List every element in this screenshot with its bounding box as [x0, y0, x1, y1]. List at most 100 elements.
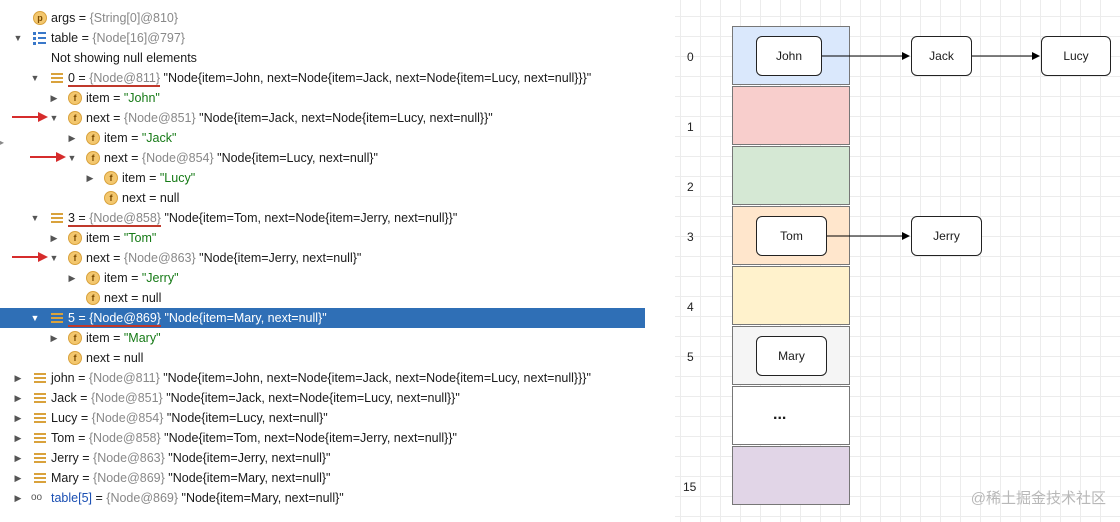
expanded-arrow-icon[interactable]: ▼ [30, 213, 40, 223]
node-mary: Mary [756, 336, 827, 376]
index-label: 4 [687, 300, 694, 314]
expanded-arrow-icon[interactable]: ▼ [67, 153, 77, 163]
tree-row-next[interactable]: f next = null [0, 348, 645, 368]
tree-row-index-5-selected[interactable]: ▼ 5 = {Node@869} "Node{item=Mary, next=n… [0, 308, 645, 328]
bucket-ellipsis [732, 386, 850, 445]
var-value: "Node{item=Lucy, next=null}" [213, 151, 378, 165]
equals: = [127, 291, 142, 305]
tree-row-next[interactable]: f next = null [0, 288, 645, 308]
tree-row-next[interactable]: ▼ f next = {Node@854} "Node{item=Lucy, n… [0, 148, 645, 168]
index-label: 1 [687, 120, 694, 134]
node-tom: Tom [756, 216, 827, 256]
collapsed-arrow-icon[interactable]: ▶ [14, 433, 22, 443]
array-icon [33, 31, 47, 45]
tree-row-var-jack[interactable]: ▶ Jack = {Node@851} "Node{item=Jack, nex… [0, 388, 645, 408]
field-icon: f [68, 351, 82, 365]
object-icon [33, 471, 47, 485]
collapsed-arrow-icon[interactable]: ▶ [68, 133, 76, 143]
var-name: table [51, 31, 79, 45]
field-icon: f [104, 171, 118, 185]
tree-row-next[interactable]: ▼ f next = {Node@851} "Node{item=Jack, n… [0, 108, 645, 128]
expanded-arrow-icon[interactable]: ▼ [13, 33, 23, 43]
collapsed-arrow-icon[interactable]: ▶ [14, 373, 22, 383]
var-value: null [123, 351, 144, 365]
collapse-gutter-handle[interactable]: ▸ [0, 138, 5, 147]
ellipsis: ... [773, 406, 787, 423]
equals: = [145, 191, 160, 205]
var-value: "Node{item=Tom, next=Node{item=Jerry, ne… [160, 431, 457, 445]
var-ref: {Node@811} [89, 71, 161, 85]
tree-row-var-tom[interactable]: ▶ Tom = {Node@858} "Node{item=Tom, next=… [0, 428, 645, 448]
annotation-arrow-icon [12, 112, 48, 122]
field-icon: f [68, 331, 82, 345]
field-icon: f [86, 151, 100, 165]
tree-row-item[interactable]: ▶ f item = "Tom" [0, 228, 645, 248]
expanded-arrow-icon[interactable]: ▼ [49, 253, 59, 263]
var-ref: {Node@863} [123, 251, 196, 265]
hashtable-diagram: 0 1 2 3 4 5 15 John Jack Lucy Tom Jerry … [675, 0, 1120, 522]
field-icon: f [86, 271, 100, 285]
info-text: Not showing null elements [51, 51, 197, 65]
tree-row-item[interactable]: ▶ f item = "Jack" [0, 128, 645, 148]
equals: = [78, 451, 94, 465]
collapsed-arrow-icon[interactable]: ▶ [68, 273, 76, 283]
tree-row-index-3[interactable]: ▼ 3 = {Node@858} "Node{item=Tom, next=No… [0, 208, 645, 228]
index-label: 15 [683, 480, 697, 494]
field-icon: f [86, 291, 100, 305]
annotation-arrow-icon [30, 152, 66, 162]
expanded-arrow-icon[interactable]: ▼ [30, 313, 40, 323]
var-value: "Jerry" [141, 271, 179, 285]
var-ref: {Node@869} [106, 491, 179, 505]
tree-row-next[interactable]: f next = null [0, 188, 645, 208]
var-name: table[5] [51, 491, 93, 505]
var-name: item [86, 231, 110, 245]
collapsed-arrow-icon[interactable]: ▶ [86, 173, 94, 183]
object-icon [33, 411, 47, 425]
var-ref: {Node[16]@797} [92, 31, 185, 45]
tree-row-var-lucy[interactable]: ▶ Lucy = {Node@854} "Node{item=Lucy, nex… [0, 408, 645, 428]
tree-row-watch-table5[interactable]: ▶ oo table[5] = {Node@869} "Node{item=Ma… [0, 488, 645, 508]
link-arrows [821, 52, 1040, 240]
field-icon: f [68, 231, 82, 245]
collapsed-arrow-icon[interactable]: ▶ [14, 493, 22, 503]
tree-row-info: Not showing null elements [0, 48, 645, 68]
tree-row-index-0[interactable]: ▼ 0 = {Node@811} "Node{item=John, next=N… [0, 68, 645, 88]
tree-row-next[interactable]: ▼ f next = {Node@863} "Node{item=Jerry, … [0, 248, 645, 268]
tree-row-item[interactable]: ▶ f item = "Mary" [0, 328, 645, 348]
collapsed-arrow-icon[interactable]: ▶ [50, 93, 58, 103]
tree-row-table[interactable]: ▼ table = {Node[16]@797} [0, 28, 645, 48]
tree-row-item[interactable]: ▶ f item = "Lucy" [0, 168, 645, 188]
tree-row-var-jerry[interactable]: ▶ Jerry = {Node@863} "Node{item=Jerry, n… [0, 448, 645, 468]
collapsed-arrow-icon[interactable]: ▶ [50, 333, 58, 343]
collapsed-arrow-icon[interactable]: ▶ [50, 233, 58, 243]
var-value: "Node{item=Jack, next=Node{item=Lucy, ne… [195, 111, 493, 125]
var-name: args [51, 11, 76, 25]
tree-row-var-john[interactable]: ▶ john = {Node@811} "Node{item=John, nex… [0, 368, 645, 388]
var-name: Lucy [51, 411, 78, 425]
index-label: 3 = [68, 211, 90, 225]
tree-row-item[interactable]: ▶ f item = "John" [0, 88, 645, 108]
var-ref: {Node@854} [91, 411, 164, 425]
collapsed-arrow-icon[interactable]: ▶ [14, 453, 22, 463]
collapsed-arrow-icon[interactable]: ▶ [14, 393, 22, 403]
collapsed-arrow-icon[interactable]: ▶ [14, 473, 22, 483]
equals: = [74, 431, 89, 445]
expanded-arrow-icon[interactable]: ▼ [30, 73, 40, 83]
parameter-icon: p [33, 11, 47, 25]
var-value: "Mary" [123, 331, 161, 345]
var-ref: {Node@858} [89, 211, 161, 225]
var-value: null [159, 191, 180, 205]
array-element-icon [50, 311, 64, 325]
bucket-15 [732, 446, 850, 505]
expanded-arrow-icon[interactable]: ▼ [49, 113, 59, 123]
tree-row-args[interactable]: p args = {String[0]@810} [0, 8, 645, 28]
var-value: "Node{item=Jack, next=Node{item=Lucy, ne… [162, 391, 460, 405]
collapsed-arrow-icon[interactable]: ▶ [14, 413, 22, 423]
var-ref: {Node@854} [141, 151, 214, 165]
watch-glasses-icon: oo [31, 492, 43, 503]
index-label: 0 = [68, 71, 90, 85]
tree-row-item[interactable]: ▶ f item = "Jerry" [0, 268, 645, 288]
var-name: 5 = {Node@869} [68, 311, 161, 327]
tree-row-var-mary[interactable]: ▶ Mary = {Node@869} "Node{item=Mary, nex… [0, 468, 645, 488]
equals: = [75, 11, 90, 25]
